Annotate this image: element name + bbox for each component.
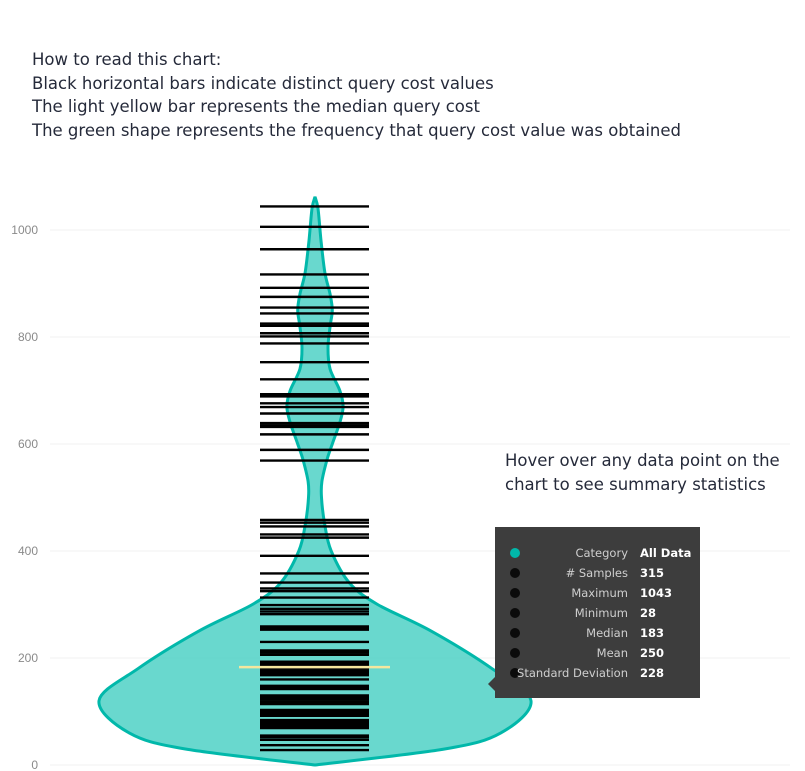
dot-icon — [510, 668, 520, 678]
y-axis: 0 200 400 600 800 1000 — [11, 223, 38, 771]
tooltip-value: 315 — [640, 566, 665, 580]
barcode-bars — [260, 205, 369, 752]
dot-icon — [510, 608, 520, 618]
dot-icon — [510, 648, 520, 658]
violin-shape[interactable] — [97, 196, 533, 767]
tooltip-value: 228 — [640, 666, 665, 680]
dot-icon — [510, 588, 520, 598]
tooltip-value: All Data — [640, 546, 692, 560]
tooltip-row-std-dev: Standard Deviation 228 — [495, 663, 700, 683]
dot-icon — [510, 548, 520, 558]
tooltip-label: Mean — [596, 646, 628, 660]
instruction-line: The green shape represents the frequency… — [32, 120, 682, 140]
y-tick-label: 800 — [18, 330, 38, 344]
tooltip-row-median: Median 183 — [495, 623, 700, 643]
chart-instructions: How to read this chart: Black horizontal… — [32, 48, 681, 142]
tooltip-label: Maximum — [571, 586, 628, 600]
tooltip-value: 28 — [640, 606, 657, 620]
summary-tooltip: Category All Data # Samples 315 Maximum … — [488, 527, 700, 698]
y-tick-label: 400 — [18, 544, 38, 558]
tooltip-label: Minimum — [574, 606, 628, 620]
hover-note-line: Hover over any data point on the — [505, 451, 780, 470]
y-tick-label: 1000 — [11, 223, 38, 237]
tooltip-row-samples: # Samples 315 — [495, 563, 700, 583]
tooltip-label: Standard Deviation — [517, 666, 628, 680]
instruction-line: The light yellow bar represents the medi… — [32, 97, 480, 116]
tooltip-value: 1043 — [640, 586, 673, 600]
y-tick-label: 0 — [31, 758, 38, 771]
tooltip-row-maximum: Maximum 1043 — [495, 583, 700, 603]
tooltip-label: Category — [575, 546, 628, 560]
instruction-line: How to read this chart: — [32, 50, 222, 69]
tooltip-value: 250 — [640, 646, 665, 660]
tooltip-row-category: Category All Data — [495, 543, 700, 563]
y-tick-label: 200 — [18, 651, 38, 665]
y-tick-label: 600 — [18, 437, 38, 451]
tooltip-row-mean: Mean 250 — [495, 643, 700, 663]
tooltip-label: # Samples — [565, 566, 628, 580]
tooltip-label: Median — [586, 626, 628, 640]
dot-icon — [510, 568, 520, 578]
tooltip-row-minimum: Minimum 28 — [495, 603, 700, 623]
hover-note: Hover over any data point on the chart t… — [505, 449, 780, 497]
hover-note-line: chart to see summary statistics — [505, 475, 766, 494]
tooltip-value: 183 — [640, 626, 665, 640]
instruction-line: Black horizontal bars indicate distinct … — [32, 73, 494, 93]
dot-icon — [510, 628, 520, 638]
